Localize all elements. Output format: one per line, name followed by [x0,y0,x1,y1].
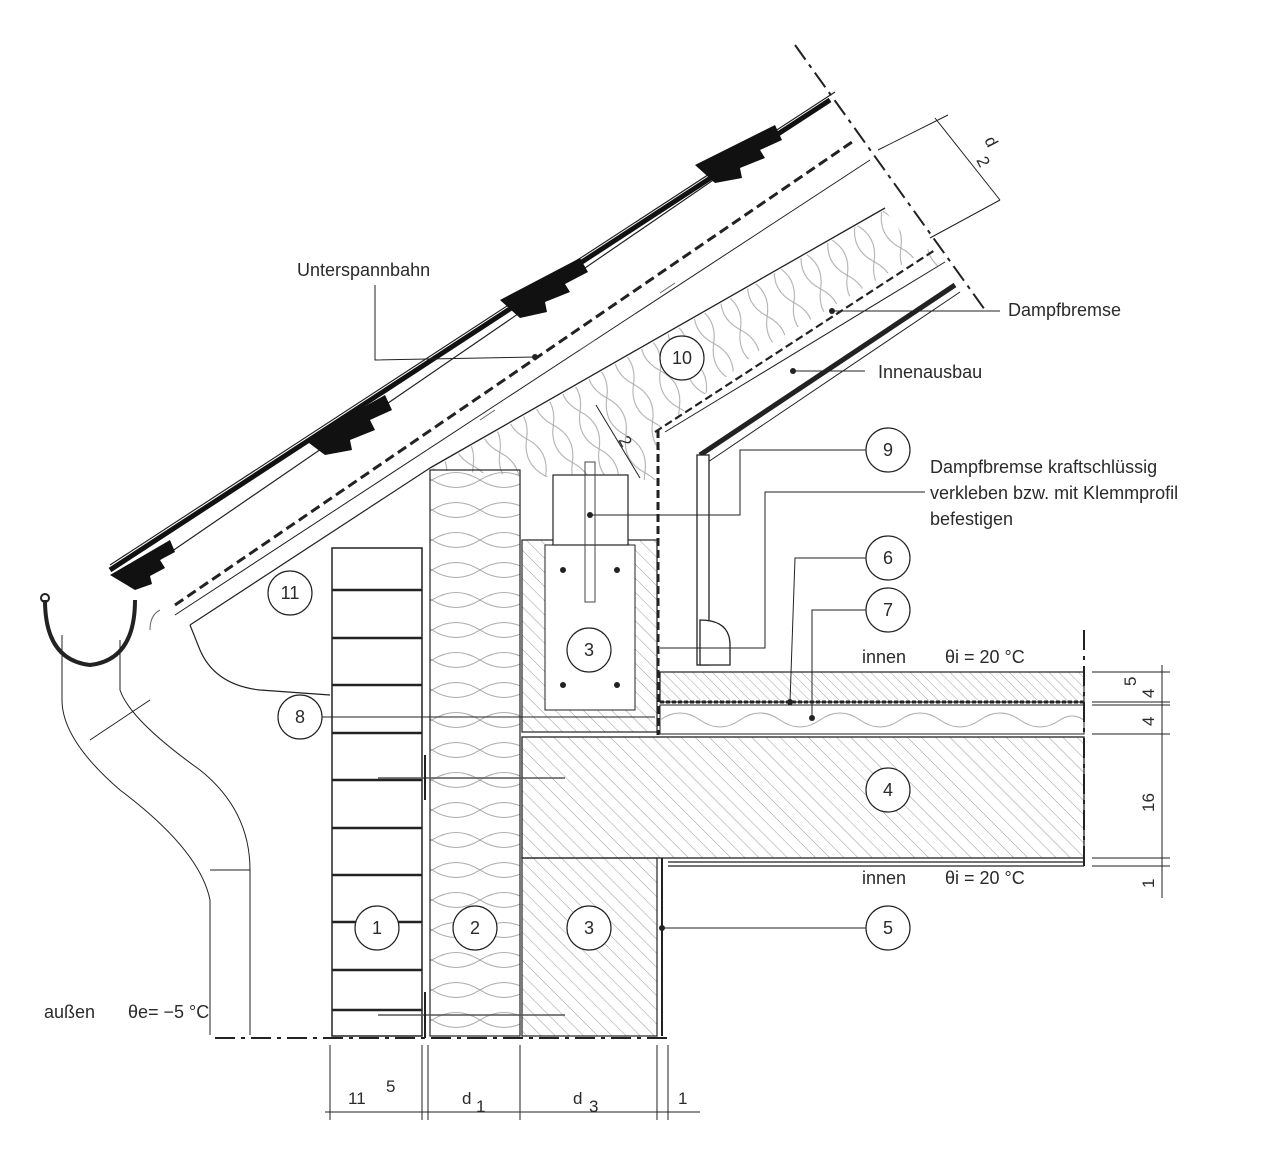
callout-3-upper: 3 [566,627,612,673]
callout-label: 6 [883,548,893,568]
callout-label: 3 [584,918,594,938]
callout-label: 10 [672,348,692,368]
svg-text:d: d [573,1089,582,1108]
callout-label: 7 [883,600,893,620]
svg-text:befestigen: befestigen [930,509,1013,529]
floor-buildup [659,671,1085,735]
callout-10: 10 [659,335,705,381]
label-inside-lower: innen θi = 20 °C [862,868,1025,888]
label-dampfbremse: Dampfbremse [829,300,1121,320]
airflow-arrows [149,282,676,631]
callout-8: 8 [277,694,655,740]
svg-text:2: 2 [972,153,993,170]
svg-text:Unterspannbahn: Unterspannbahn [297,260,430,280]
callout-label: 3 [584,640,594,660]
callout-label: 11 [281,583,300,603]
callout-1: 1 [354,905,400,951]
note-leader-clamp [660,491,925,649]
svg-text:5: 5 [1121,677,1140,686]
svg-text:d: d [462,1089,471,1108]
label-innenausbau: Innenausbau [790,362,982,382]
callout-5: 5 [659,905,911,951]
callout-7: 7 [809,587,911,721]
callout-label: 9 [883,440,893,460]
svg-text:d: d [980,133,1001,150]
interior-plaster [656,430,1084,1036]
facing-brick-layer [331,547,423,1037]
svg-text:Innenausbau: Innenausbau [878,362,982,382]
section-breaks [215,630,1085,1039]
callout-label: 4 [883,780,893,800]
svg-text:Dampfbremse: Dampfbremse [1008,300,1121,320]
roof-thickness-dimension: d 2 [877,114,1002,239]
label-note: Dampfbremse kraftschlüssig verkleben bzw… [930,457,1178,529]
svg-text:θi = 20 °C: θi = 20 °C [945,868,1025,888]
svg-text:1: 1 [678,1089,687,1108]
callout-label: 1 [372,918,382,938]
bottom-dimension-line: 11 5 d 1 d 3 1 [325,1045,700,1120]
label-unterspannbahn: Unterspannbahn [297,260,538,361]
callout-9: 9 [587,427,911,518]
callout-label: 2 [470,918,480,938]
concrete-slab [521,736,1085,859]
svg-text:4: 4 [1139,689,1158,698]
callout-11: 11 [267,570,313,616]
svg-text:5: 5 [386,1077,395,1096]
wall-insulation-layer [429,469,521,1037]
callout-2: 2 [452,905,498,951]
svg-text:innen: innen [862,647,906,667]
callout-label: 5 [883,918,893,938]
svg-text:3: 3 [589,1097,598,1116]
svg-text:11: 11 [348,1089,366,1108]
svg-text:16: 16 [1139,793,1158,812]
svg-text:θe= −5 °C: θe= −5 °C [128,1002,209,1022]
roof-lines [109,44,986,696]
svg-text:Dampfbremse kraftschlüssig: Dampfbremse kraftschlüssig [930,457,1157,477]
svg-text:innen: innen [862,868,906,888]
roof-tiles [108,97,832,590]
masonry-wall-upper [521,461,658,733]
label-inside-upper: innen θi = 20 °C [862,647,1025,667]
wall-ties [378,755,565,1038]
svg-text:θi = 20 °C: θi = 20 °C [945,647,1025,667]
gutter-and-downpipe [40,593,251,1035]
callout-3-lower: 3 [566,905,612,951]
svg-text:1: 1 [1139,879,1158,888]
svg-text:4: 4 [1139,717,1158,726]
label-outside: außen θe= −5 °C [44,1002,209,1022]
svg-text:außen: außen [44,1002,95,1022]
callout-label: 8 [295,707,305,727]
callout-6: 6 [787,535,911,705]
callout-4: 4 [865,767,911,813]
svg-text:verkleben bzw. mit Klemmprofil: verkleben bzw. mit Klemmprofil [930,483,1178,503]
right-dimension-line: 5 4 4 16 1 [1092,665,1170,898]
svg-text:1: 1 [476,1097,485,1116]
